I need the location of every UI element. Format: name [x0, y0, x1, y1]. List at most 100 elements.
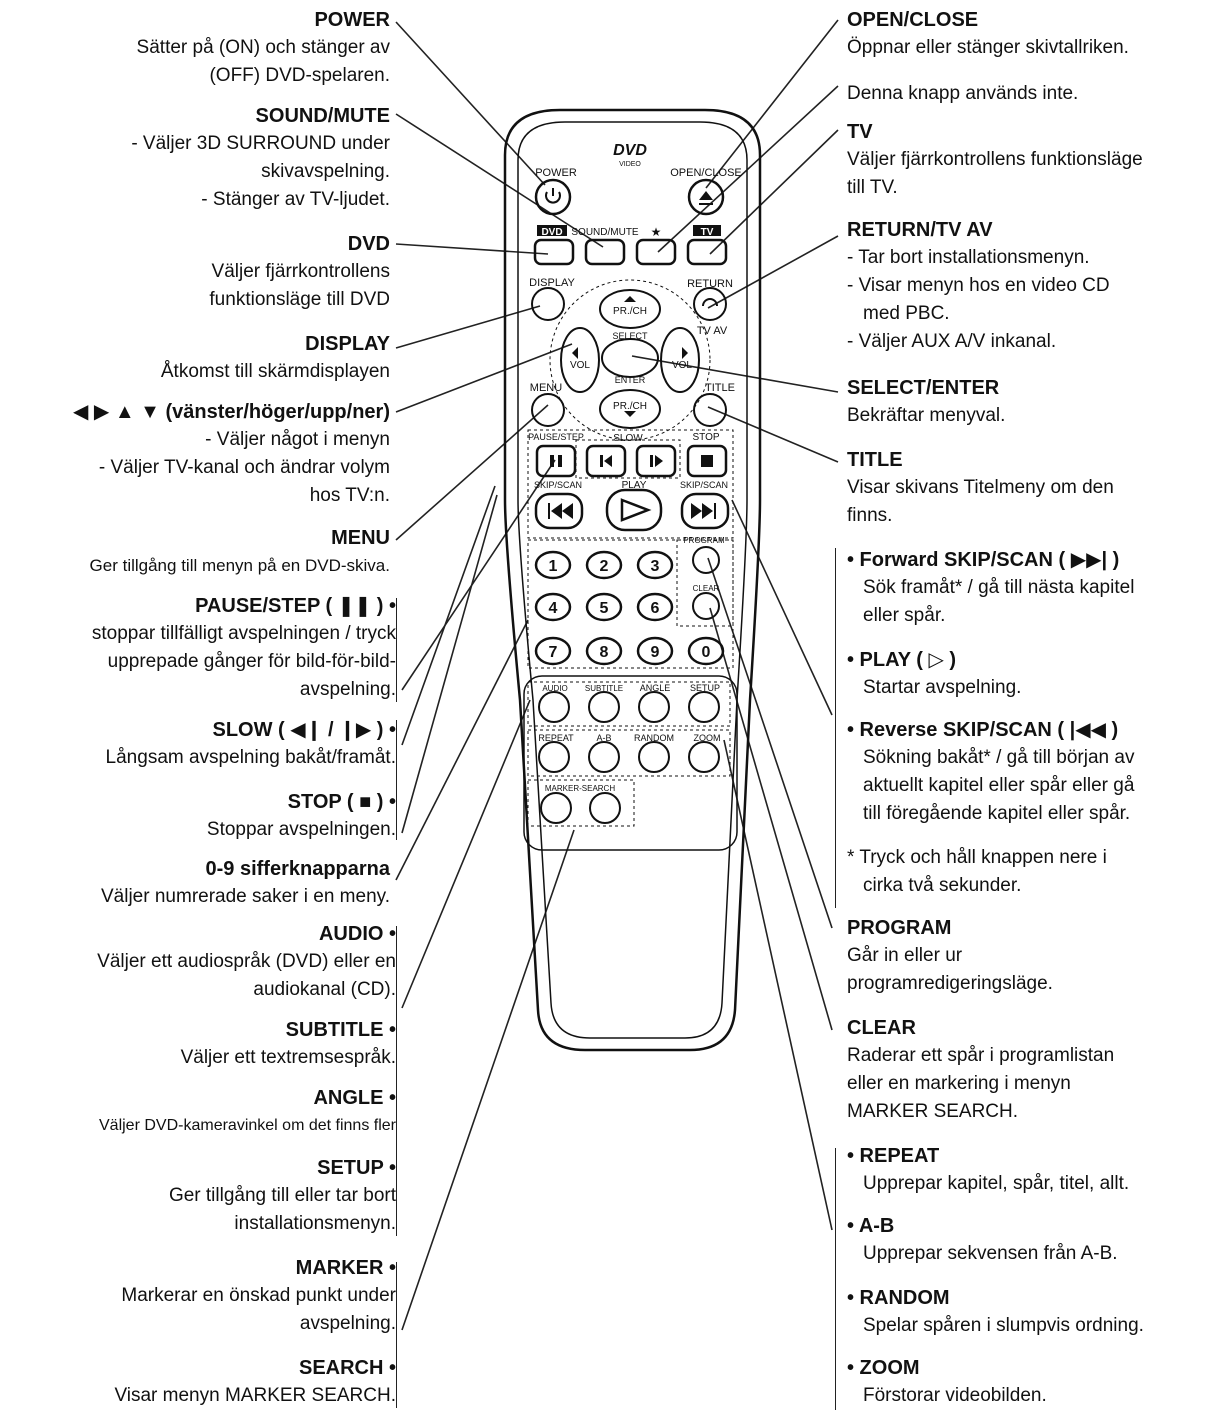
label-tv-av: TV AV [697, 325, 728, 337]
ann-sound-mute: SOUND/MUTE - Väljer 3D SURROUND under sk… [131, 102, 390, 214]
sound-mute-button-shape [584, 238, 626, 266]
ann-return-title: RETURN/TV AV [847, 219, 993, 241]
ann-random-title: • RANDOM [847, 1287, 950, 1309]
ann-unused: Denna knapp används inte. [847, 80, 1078, 108]
ab-button-shape [588, 741, 620, 773]
label-pr-ch-down: PR./CH [613, 401, 647, 412]
ann-line: skivavspelning. [261, 161, 390, 182]
ann-line: Ger tillgång till eller tar bort [168, 1185, 396, 1206]
ann-line: Raderar ett spår i programlistan [847, 1045, 1115, 1066]
ann-dvd: DVD Väljer fjärrkontrollens funktionsläg… [209, 230, 390, 314]
enter-shape [601, 338, 659, 378]
ann-line: Spelar spåren i slumpvis ordning. [863, 1315, 1144, 1336]
wire-select [631, 355, 839, 393]
skip-fwd-icon [691, 503, 716, 519]
ann-line: stoppar tillfälligt avspelningen / tryck [91, 623, 396, 644]
bracket-skip-group [835, 548, 836, 908]
nav-left-icon [572, 347, 578, 359]
label-return: RETURN [687, 278, 733, 290]
ann-line: (OFF) DVD-spelaren. [209, 65, 390, 86]
bracket-pause [396, 598, 397, 702]
ann-arrows-title: ◀ ▶ ▲ ▼ (vänster/höger/upp/ner) [72, 401, 390, 423]
ann-line: aktuellt kapitel eller spår eller gå [863, 775, 1135, 796]
ann-line: cirka två sekunder. [863, 875, 1022, 896]
label-random: RANDOM [634, 733, 674, 743]
ann-program-title: PROGRAM [847, 917, 952, 939]
slow-back-icon [600, 455, 612, 467]
digit-1: 1 [549, 558, 558, 575]
dvd-logo: DVD [613, 142, 647, 159]
digit-3-shape [636, 550, 674, 580]
wire-slow [401, 485, 496, 746]
marker-button-shape [540, 792, 572, 824]
slow-back-button-shape [585, 444, 627, 478]
stop-button-shape [686, 444, 728, 478]
digit-3: 3 [651, 558, 660, 575]
digit-9: 9 [651, 644, 660, 661]
power-icon-arc [545, 191, 561, 204]
nav-up-icon [624, 296, 636, 302]
open-close-button-shape [687, 178, 725, 216]
ann-note: * Tryck och håll knappen nere i cirka tv… [847, 844, 1107, 900]
skip-rev-icon [548, 503, 573, 519]
label-audio: AUDIO [542, 684, 567, 693]
digit-6-shape [636, 592, 674, 622]
ann-line: Visar skivans Titelmeny om den [847, 477, 1114, 498]
wire-program [707, 557, 833, 929]
label-angle: ANGLE [640, 683, 671, 693]
label-ab: A-B [596, 733, 611, 743]
skip-rev-shape [534, 492, 584, 530]
star-button-shape [635, 238, 677, 266]
ann-zoom: • ZOOM Förstorar videobilden. [847, 1354, 1047, 1410]
vol-right-shape [660, 327, 700, 393]
audio-button-shape [538, 691, 570, 723]
ann-line: Väljer fjärrkontrollens [211, 261, 390, 282]
ann-rev-title: • Reverse SKIP/SCAN ( |◀◀ ) [847, 719, 1119, 741]
wire-unused [657, 85, 839, 253]
label-menu: MENU [530, 382, 562, 394]
ann-line: Sökning bakåt* / gå till början av [863, 747, 1135, 768]
ann-line: - Visar menyn hos en video CD [847, 275, 1110, 296]
ann-line: * Tryck och håll knappen nere i [847, 847, 1107, 868]
ann-line: Öppnar eller stänger skivtallriken. [847, 37, 1129, 58]
label-zoom: ZOOM [694, 733, 721, 743]
ann-line: Markerar en önskad punkt under [121, 1285, 396, 1306]
digit-9-shape [636, 636, 674, 666]
ann-marker-title: MARKER • [295, 1257, 396, 1279]
label-subtitle: SUBTITLE [585, 684, 623, 693]
menu-button-shape [531, 393, 565, 427]
bracket-slow-stop [396, 720, 397, 840]
program-button-shape [692, 546, 720, 574]
play-shape [605, 488, 663, 532]
ann-setup-title: SETUP • [317, 1157, 396, 1179]
digit-4: 4 [549, 600, 558, 617]
ann-line: Väljer numrerade saker i en meny. [101, 886, 390, 907]
ann-fwd-skip: • Forward SKIP/SCAN ( ▶▶| ) Sök framåt* … [847, 546, 1134, 630]
wire-audio-group [401, 699, 531, 1009]
wire-stop [401, 494, 498, 834]
label-repeat: REPEAT [538, 733, 574, 743]
slow-fwd-button-shape [635, 444, 677, 478]
label-pause-step: PAUSE/STEP [528, 432, 584, 442]
ann-display: DISPLAY Åtkomst till skärmdisplayen [161, 330, 390, 386]
ann-line: avspelning. [299, 1313, 396, 1334]
ann-tv: TV Väljer fjärrkontrollens funktionsläge… [847, 118, 1143, 202]
ann-open-close: OPEN/CLOSE Öppnar eller stänger skivtall… [847, 6, 1129, 62]
clear-button-shape [692, 592, 720, 620]
digit-4-shape [534, 592, 572, 622]
ann-numbers: 0-9 sifferknapparna Väljer numrerade sak… [101, 855, 390, 911]
nav-right-icon [682, 347, 688, 359]
ann-line: - Väljer 3D SURROUND under [131, 133, 390, 154]
ann-ab: • A-B Upprepar sekvensen från A-B. [847, 1212, 1118, 1268]
wire-clear [709, 607, 833, 1031]
ann-line: Stoppar avspelningen. [206, 819, 396, 840]
ann-display-title: DISPLAY [305, 333, 390, 355]
label-skip-scan-fwd: SKIP/SCAN [680, 480, 728, 490]
ann-return: RETURN/TV AV - Tar bort installationsmen… [847, 216, 1110, 356]
ann-line: - Väljer något i menyn [205, 429, 390, 450]
ann-line: Visar menyn MARKER SEARCH. [114, 1385, 396, 1406]
ann-fwd-title: • Forward SKIP/SCAN ( ▶▶| ) [847, 549, 1120, 571]
bracket-marker-group [396, 1262, 397, 1408]
power-button-shape [534, 178, 572, 216]
